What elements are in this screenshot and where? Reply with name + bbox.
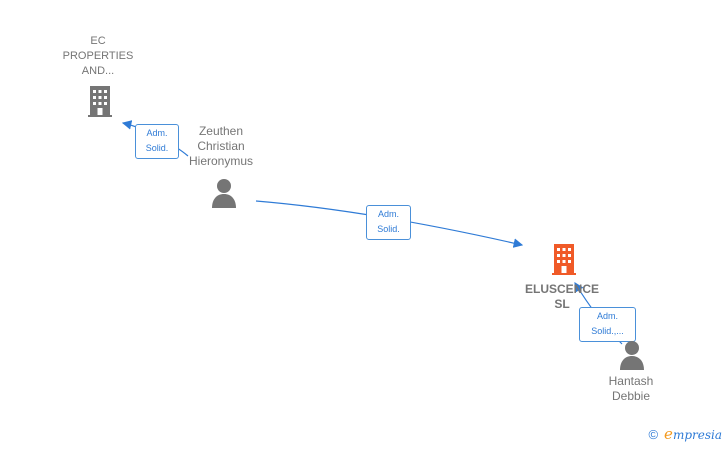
edge-label-hantash-line1: Adm. <box>596 311 618 321</box>
brand-logo: empresia <box>664 425 722 443</box>
brand-name: mpresia <box>672 428 722 442</box>
person-icon <box>212 179 236 208</box>
person-icon <box>620 341 644 370</box>
edge-label-eluscence-line1: Adm. <box>377 209 399 219</box>
footer-brand: © empresia <box>648 425 722 443</box>
edge-label-hantash[interactable]: Adm. Solid.,... <box>579 307 636 342</box>
brand-initial: e <box>664 425 673 443</box>
edge-label-hantash-line2: Solid.,... <box>591 326 624 336</box>
edge-label-ec-properties[interactable]: Adm. Solid. <box>135 124 179 159</box>
eluscence-label: ELUSCENCE SL <box>524 282 599 311</box>
copyright-symbol: © <box>648 426 659 442</box>
building-icon <box>88 86 112 117</box>
edge-label-eluscence[interactable]: Adm. Solid. <box>366 205 411 240</box>
edge-label-ec-properties-line1: Adm. <box>146 128 168 138</box>
zeuthen-label: Zeuthen Christian Hieronymus <box>188 124 254 168</box>
hantash-label: Hantash Debbie <box>608 374 654 403</box>
building-icon <box>552 244 576 275</box>
edge-label-ec-properties-line2: Solid. <box>145 143 169 153</box>
edge-label-eluscence-line2: Solid. <box>377 224 400 234</box>
ec-properties-label: EC PROPERTIES AND... <box>62 35 134 77</box>
